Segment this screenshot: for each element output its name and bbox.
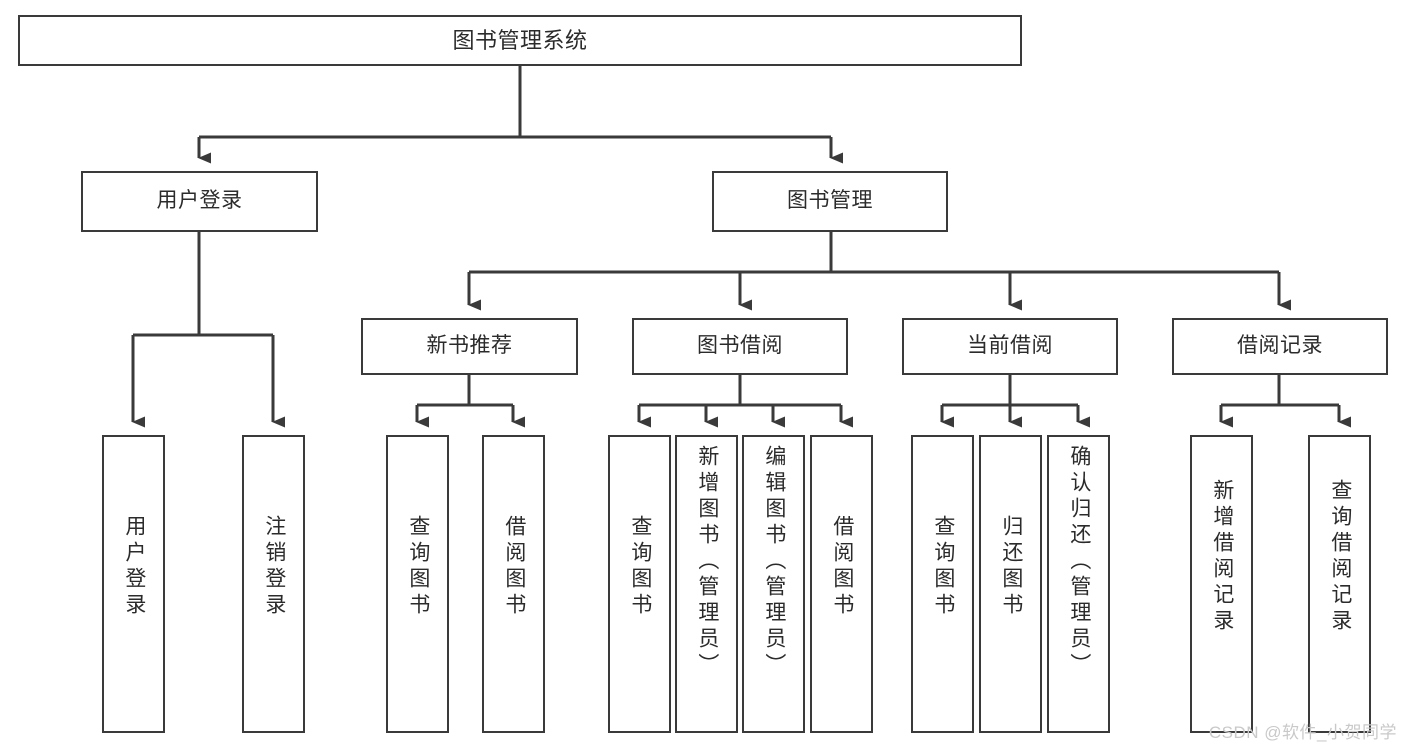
leaf-borrow-book[interactable]: 借阅图书 xyxy=(810,435,873,733)
node-label: 确认归还（管理员） xyxy=(1067,445,1091,679)
node-root-system[interactable]: 图书管理系统 xyxy=(18,15,1022,66)
leaf-query-borrow-record[interactable]: 查询借阅记录 xyxy=(1308,435,1371,733)
node-label: 查询借阅记录 xyxy=(1328,479,1352,635)
node-new-book-recommend[interactable]: 新书推荐 xyxy=(361,318,578,375)
node-label: 注销登录 xyxy=(262,515,286,619)
node-label: 查询图书 xyxy=(628,515,652,619)
leaf-query-book-recommend[interactable]: 查询图书 xyxy=(386,435,449,733)
leaf-add-book-admin[interactable]: 新增图书（管理员） xyxy=(675,435,738,733)
leaf-borrow-book-recommend[interactable]: 借阅图书 xyxy=(482,435,545,733)
node-book-borrow[interactable]: 图书借阅 xyxy=(632,318,848,375)
leaf-edit-book-admin[interactable]: 编辑图书（管理员） xyxy=(742,435,805,733)
node-label: 图书借阅 xyxy=(697,334,783,358)
leaf-confirm-return-admin[interactable]: 确认归还（管理员） xyxy=(1047,435,1110,733)
leaf-query-book-borrow[interactable]: 查询图书 xyxy=(608,435,671,733)
node-label: 图书管理 xyxy=(787,189,873,213)
node-label: 查询图书 xyxy=(931,515,955,619)
leaf-user-login[interactable]: 用户登录 xyxy=(102,435,165,733)
leaf-query-book-current[interactable]: 查询图书 xyxy=(911,435,974,733)
node-user-login[interactable]: 用户登录 xyxy=(81,171,318,232)
node-label: 归还图书 xyxy=(999,515,1023,619)
leaf-logout[interactable]: 注销登录 xyxy=(242,435,305,733)
node-label: 借阅记录 xyxy=(1237,334,1323,358)
node-label: 当前借阅 xyxy=(967,334,1053,358)
node-label: 新增借阅记录 xyxy=(1210,479,1234,635)
node-label: 编辑图书（管理员） xyxy=(762,445,786,679)
node-current-borrow[interactable]: 当前借阅 xyxy=(902,318,1118,375)
leaf-add-borrow-record[interactable]: 新增借阅记录 xyxy=(1190,435,1253,733)
node-label: 借阅图书 xyxy=(830,515,854,619)
leaf-return-book[interactable]: 归还图书 xyxy=(979,435,1042,733)
node-label: 图书管理系统 xyxy=(452,27,588,53)
node-label: 用户登录 xyxy=(122,515,146,619)
node-label: 新书推荐 xyxy=(426,334,513,358)
node-book-management[interactable]: 图书管理 xyxy=(712,171,948,232)
node-label: 借阅图书 xyxy=(502,515,526,619)
node-label: 新增图书（管理员） xyxy=(695,445,719,679)
node-label: 用户登录 xyxy=(156,189,243,213)
node-borrow-records[interactable]: 借阅记录 xyxy=(1172,318,1388,375)
watermark-text: CSDN @软件_小贺同学 xyxy=(1208,723,1397,742)
node-label: 查询图书 xyxy=(406,515,430,619)
